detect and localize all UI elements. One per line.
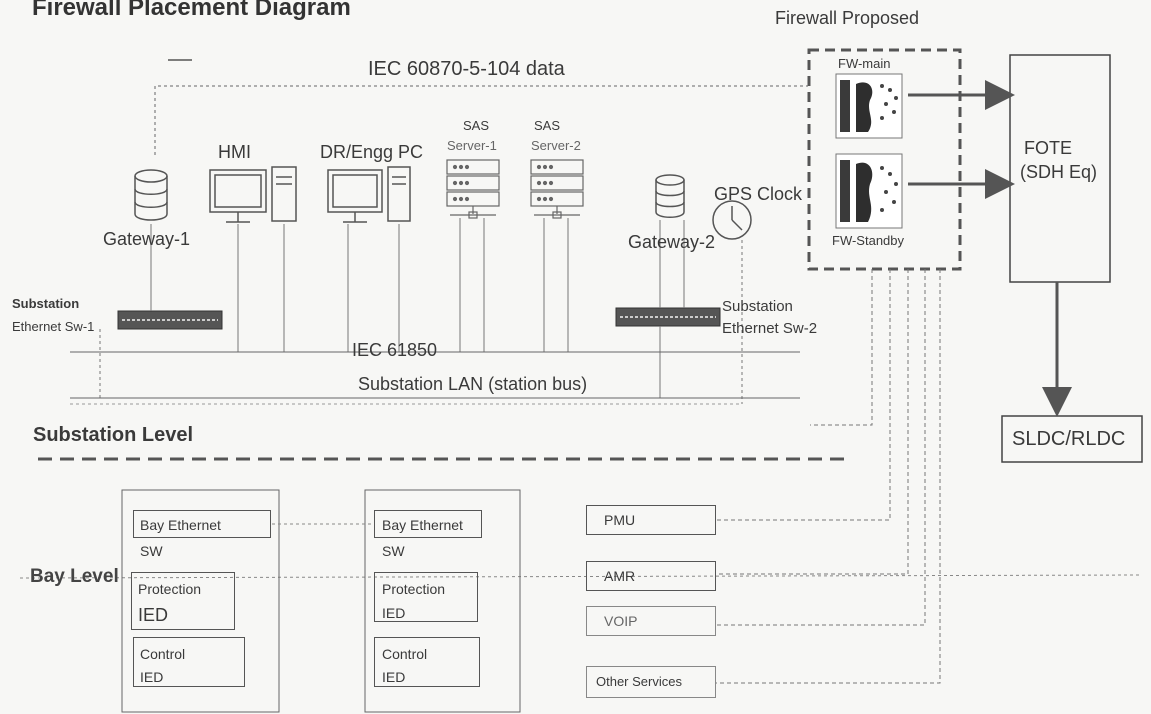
- bay1-prot-ied-label: IED: [138, 606, 168, 624]
- gps-clock-label: GPS Clock: [714, 184, 802, 205]
- fw-main-label: FW-main: [838, 56, 890, 71]
- bay1-prot-label: Protection: [138, 580, 201, 598]
- fote-sdh-label: (SDH Eq): [1020, 162, 1097, 183]
- sas1-server-label: Server-1: [447, 138, 497, 153]
- sas2-server-label: Server-2: [531, 138, 581, 153]
- bay2-ctrl-ied-label: IED: [382, 668, 405, 686]
- sas2-label: SAS: [534, 118, 560, 133]
- sldc-label: SLDC/RLDC: [1012, 428, 1125, 451]
- hmi-icon: [210, 167, 296, 222]
- lan-label: Substation LAN (station bus): [358, 374, 587, 395]
- hmi-label: HMI: [218, 142, 251, 163]
- bay1-eth-sw-label: SW: [140, 542, 163, 560]
- bay-level-label: Bay Level: [30, 566, 119, 588]
- ethernet-switch-1-icon: [118, 311, 222, 329]
- switch1-sub-label: Ethernet Sw-1: [12, 319, 94, 334]
- gps-clock-icon: [713, 201, 751, 239]
- switch1-label: Substation: [12, 296, 79, 311]
- gateway2-label: Gateway-2: [628, 232, 715, 253]
- amr-label: AMR: [604, 567, 635, 585]
- sas1-label: SAS: [463, 118, 489, 133]
- bay2-prot-ied-label: IED: [382, 604, 405, 622]
- gateway1-label: Gateway-1: [103, 229, 190, 250]
- switch2-sub-label: Ethernet Sw-2: [722, 320, 817, 337]
- sas-server1-icon: [447, 160, 499, 218]
- iec104-label: IEC 60870-5-104 data: [368, 58, 565, 81]
- bay2-eth-label: Bay Ethernet: [382, 516, 463, 534]
- substation-level-label: Substation Level: [33, 424, 193, 447]
- fw-standby-device: [836, 154, 902, 228]
- fw-main-device: [836, 74, 902, 138]
- voip-label: VOIP: [604, 612, 637, 630]
- bay1-ctrl-ied-label: IED: [140, 668, 163, 686]
- switch2-label: Substation: [722, 298, 793, 315]
- bay1-eth-label: Bay Ethernet: [140, 516, 221, 534]
- ethernet-switch-2-icon: [616, 308, 720, 326]
- firewall-proposed-label: Firewall Proposed: [775, 8, 919, 29]
- gateway2-icon: [656, 175, 684, 217]
- dr-pc-icon: [328, 167, 410, 222]
- dr-pc-label: DR/Engg PC: [320, 142, 423, 163]
- fw-standby-label: FW-Standby: [832, 233, 904, 248]
- gateway1-icon: [135, 170, 167, 220]
- bay2-ctrl-label: Control: [382, 645, 427, 663]
- pmu-label: PMU: [604, 511, 635, 529]
- other-services-label: Other Services: [596, 673, 682, 691]
- bay2-prot-label: Protection: [382, 580, 445, 598]
- bay1-ctrl-label: Control: [140, 645, 185, 663]
- sas-server2-icon: [531, 160, 583, 218]
- fote-label: FOTE: [1024, 138, 1072, 159]
- diagram-title: Firewall Placement Diagram: [32, 0, 351, 22]
- iec61850-label: IEC 61850: [352, 340, 437, 361]
- bay2-eth-sw-label: SW: [382, 542, 405, 560]
